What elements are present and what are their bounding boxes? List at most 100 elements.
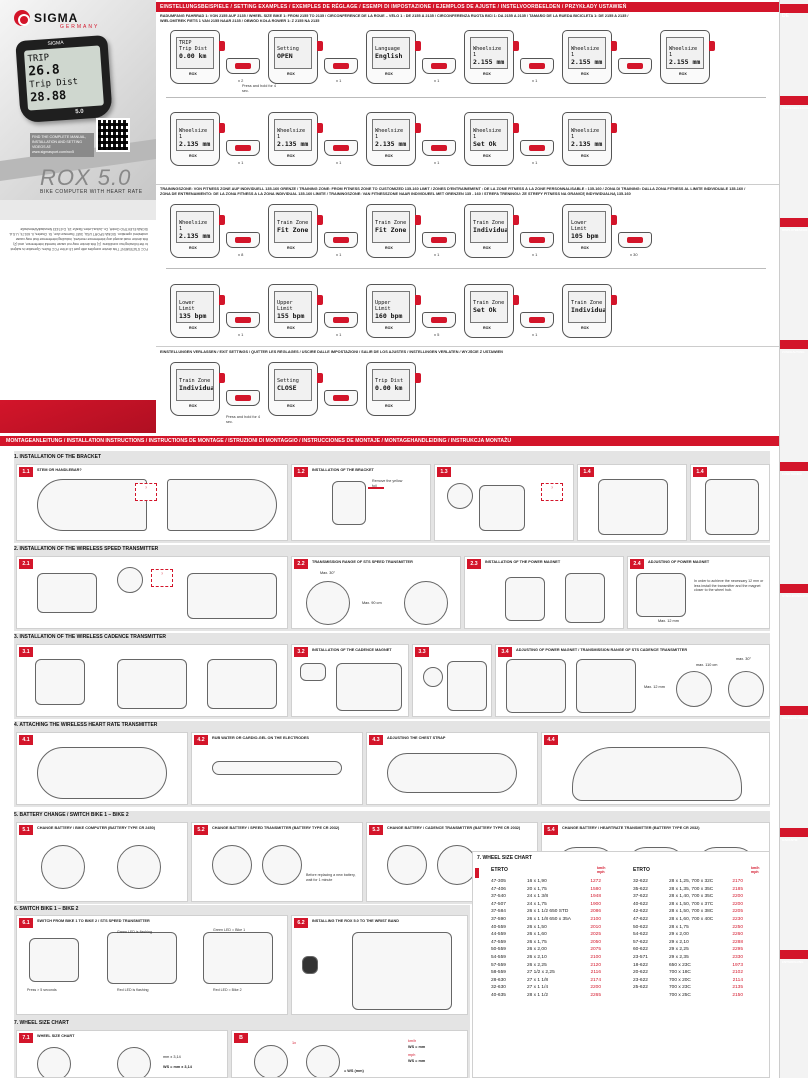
- dimension-label: Max. 12 mm: [644, 685, 665, 689]
- step-badge: 1.4: [693, 467, 707, 477]
- device-readout-line: 28.88: [29, 87, 67, 105]
- device-logo: ROX: [581, 246, 589, 250]
- step-badge: 2.4: [630, 559, 644, 569]
- table-cell: 47-507: [491, 901, 506, 907]
- device-logo: ROX: [287, 246, 295, 250]
- section-heading: 2. INSTALLATION OF THE WIRELESS SPEED TR…: [14, 546, 159, 552]
- panel-4-4: 4.4: [541, 732, 770, 805]
- table-cell: 50-559: [491, 947, 506, 953]
- table-cell: 57-622: [633, 939, 648, 945]
- wheel-size-chart: 7. WHEEL SIZE CHART ETRTO km/h mph ETRTO…: [472, 851, 770, 1078]
- table-cell: 700 x 25C: [669, 992, 691, 998]
- table-cell: 1900: [590, 901, 601, 907]
- wheel-sketch: [254, 1045, 288, 1077]
- qr-caption: FIND THE COMPLETE MANUAL, INSTALLATION A…: [30, 133, 94, 157]
- panel-6-1: 6.1 SWITCH FROM BIKE 1 TO BIKE 2 / STS S…: [16, 915, 288, 1015]
- arrow-icon: [368, 487, 384, 489]
- device-screen-step: Train ZoneIndividualROX: [562, 284, 617, 338]
- panel-title: ADJUSTING OF POWER MAGNET / TRANSMISSION…: [516, 648, 688, 652]
- press-count: x 8: [238, 252, 244, 257]
- lcd-value: Set Ok: [473, 306, 497, 314]
- dimension-label: Max. 12 mm: [658, 619, 679, 623]
- strip-section-label: ENTSORGUNG: [782, 960, 804, 964]
- panel-title: CHANGE BATTERY / HEARTRATE TRANSMITTER (…: [562, 826, 700, 830]
- table-cell: 650 x 23C: [669, 962, 691, 968]
- section-heading: 7. WHEEL SIZE CHART: [14, 1020, 69, 1026]
- button-press-icon: [226, 390, 260, 406]
- device-button-icon: [513, 123, 519, 133]
- device-logo: ROX: [385, 72, 393, 76]
- lcd-value: 2.135 mm: [179, 140, 211, 148]
- table-cell: 2288: [732, 939, 743, 945]
- section-heading: 5. BATTERY CHANGE / SWITCH BIKE 1 – BIKE…: [14, 812, 129, 818]
- device-photo: SIGMA TRIP 26.8 Trip Dist 28.88 5.0: [15, 34, 113, 124]
- panel-note: Red LED = Bike 2: [213, 988, 242, 992]
- table-cell: 27 1/2 x 2,25: [527, 970, 555, 976]
- panel-title: CHANGE BATTERY / CADENCE TRANSMITTER (BA…: [387, 826, 521, 830]
- lcd-label: Wheelsize 1: [179, 128, 208, 140]
- table-cell: 2250: [732, 924, 743, 930]
- table-cell: 28 x 1,25, 700 x 32C: [669, 879, 714, 884]
- section-heading: 6. SWITCH BIKE 1 – BIKE 2: [14, 906, 79, 912]
- press-count: x 2: [238, 78, 244, 83]
- table-cell: 2150: [732, 992, 743, 998]
- separator: [156, 346, 779, 347]
- lcd-label: Setting: [277, 46, 299, 52]
- table-cell: 2100: [590, 916, 601, 922]
- device-button-icon: [219, 123, 225, 133]
- lcd-value: 135 bpm: [179, 312, 207, 320]
- press-count: x 30: [630, 252, 638, 257]
- table-cell: 27 x 1 1/4: [527, 985, 549, 991]
- panel-title: STEM OR HANDLEBAR?: [37, 468, 82, 472]
- oring-sketch: [447, 483, 473, 509]
- table-cell: 28 x 1 1/2: [527, 992, 549, 998]
- button-press-icon: [520, 140, 554, 156]
- step-badge: 3.2: [294, 647, 308, 657]
- device-brand: SIGMA: [47, 39, 64, 48]
- magnet-sketch: [505, 577, 545, 621]
- panel-title: RUB WATER OR CARDIO-GEL ON THE ELECTRODE…: [212, 736, 309, 740]
- table-cell: 16 x 1,90: [527, 879, 547, 884]
- dimension-label: max. 30°: [736, 657, 752, 661]
- table-cell: 47-406: [491, 886, 506, 892]
- flow-connector: [166, 97, 766, 98]
- strip-section-label: SONDERFUNKTIONEN: [782, 716, 808, 720]
- panel-2-4: 2.4 ADJUSTING OF POWER MAGNET In order t…: [627, 556, 770, 629]
- battery-cover-sketch: [387, 845, 427, 885]
- step-badge: 1.3: [437, 467, 451, 477]
- strip-section-label: ZUSCHALTUNG: [782, 350, 805, 354]
- brand-name: SIGMA: [34, 11, 79, 25]
- table-cell: 29 x 2,00: [669, 932, 689, 938]
- table-cell: 26 x 2,25: [527, 962, 547, 968]
- strip-section-head: SONDERFUNKTIONEN: [780, 706, 808, 720]
- button-press-icon: [618, 58, 652, 74]
- table-cell: 58-559: [491, 970, 506, 976]
- battery-cover-sketch: [212, 845, 252, 885]
- strip-section-head: ZUSCHALTUNG: [780, 340, 808, 354]
- lcd-value: OPEN: [277, 52, 293, 60]
- device-button-icon: [219, 41, 225, 51]
- step-badge: 2.1: [19, 559, 33, 569]
- chest-strap-sketch: [37, 747, 167, 799]
- unit-header: km/h: [597, 866, 606, 870]
- panel-title: ADJUSTING OF POWER MAGNET: [648, 560, 710, 564]
- strip-section-head: SYNCHRONISATION: [780, 584, 808, 598]
- lcd-display: Train ZoneIndividual: [470, 211, 508, 243]
- step-badge: 4.2: [194, 735, 208, 745]
- press-count: x 1: [336, 78, 342, 83]
- table-cell: 26 x 1 1/8 650 x 35A: [527, 916, 572, 922]
- panel-3-4: 3.4 ADJUSTING OF POWER MAGNET / TRANSMIS…: [495, 644, 770, 717]
- device-logo: ROX: [287, 72, 295, 76]
- device-button-icon: [611, 295, 617, 305]
- lcd-value: 2.155 mm: [669, 58, 701, 66]
